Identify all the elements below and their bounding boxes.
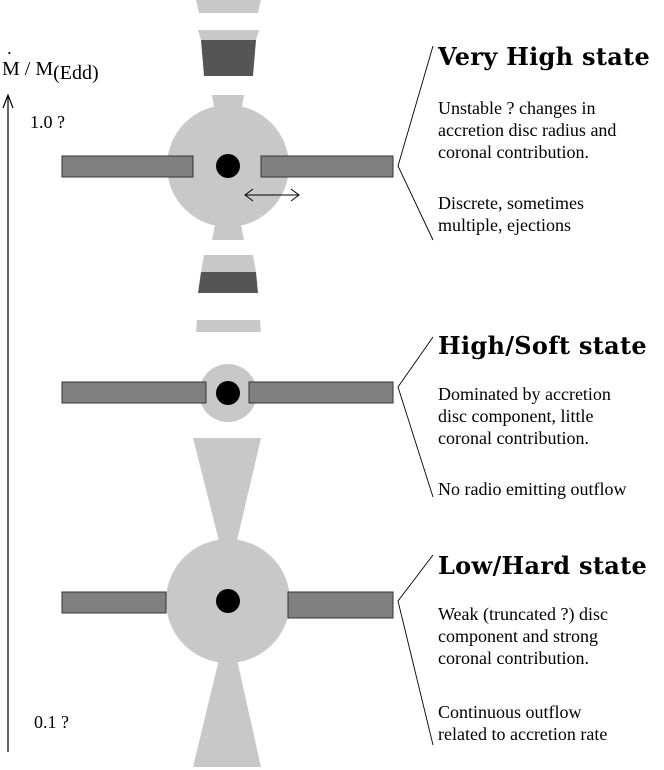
radius-change-arrow bbox=[244, 188, 300, 202]
desc-line: coronal contribution. bbox=[438, 428, 589, 448]
desc-line: coronal contribution. bbox=[438, 142, 589, 162]
accretion-disc-left bbox=[61, 155, 194, 178]
black-hole bbox=[216, 589, 240, 613]
bracket-high-soft bbox=[397, 336, 434, 498]
ejecta-blob-bottom-3 bbox=[196, 320, 261, 332]
state-note-very-high: Discrete, sometimes multiple, ejections bbox=[438, 192, 584, 236]
accretion-disc-left bbox=[61, 381, 207, 404]
desc-line: accretion disc radius and bbox=[438, 120, 617, 140]
ejecta-blob-top-3 bbox=[201, 40, 256, 76]
accretion-disc-left bbox=[61, 591, 167, 614]
ejecta-blob-bottom-2 bbox=[198, 272, 258, 293]
ejecta-blob-top-1 bbox=[196, 0, 261, 13]
state-title-low-hard: Low/Hard state bbox=[438, 551, 648, 580]
black-hole bbox=[216, 154, 240, 178]
desc-line: multiple, ejections bbox=[438, 215, 571, 235]
ejecta-blob-bottom-1 bbox=[201, 255, 256, 272]
axis-tick-bottom: 0.1 ? bbox=[34, 712, 69, 732]
accretion-rate-axis bbox=[2, 93, 14, 752]
axis-tick-top: 1.0 ? bbox=[30, 112, 65, 132]
state-description-high-soft: Dominated by accretion disc component, l… bbox=[438, 383, 611, 449]
axis-label-main: M / M bbox=[2, 48, 53, 81]
axis-arrowhead bbox=[2, 93, 14, 109]
jet-bottom bbox=[193, 655, 261, 767]
desc-line: component and strong bbox=[438, 626, 598, 646]
desc-line: disc component, little bbox=[438, 406, 594, 426]
ejecta-blob-top-2 bbox=[198, 30, 259, 40]
very-high-state-diagram bbox=[61, 0, 394, 332]
desc-line: No radio emitting outflow bbox=[438, 479, 627, 499]
state-note-low-hard: Continuous outflow related to accretion … bbox=[438, 701, 607, 745]
bracket-low-hard bbox=[397, 554, 434, 746]
state-note-high-soft: No radio emitting outflow bbox=[438, 478, 626, 500]
desc-line: related to accretion rate bbox=[438, 724, 608, 744]
desc-line: Weak (truncated ?) disc bbox=[438, 604, 608, 624]
accretion-disc-right bbox=[248, 381, 394, 404]
desc-line: Dominated by accretion bbox=[438, 384, 611, 404]
state-title-very-high: Very High state bbox=[438, 42, 651, 71]
desc-line: Discrete, sometimes bbox=[438, 193, 584, 213]
state-description-low-hard: Weak (truncated ?) disc component and st… bbox=[438, 603, 608, 669]
axis-title: M / M(Edd) bbox=[2, 48, 99, 84]
jet-top bbox=[193, 438, 261, 545]
desc-line: coronal contribution. bbox=[438, 648, 589, 668]
axis-label-subscript: (Edd) bbox=[53, 62, 99, 84]
black-hole bbox=[216, 381, 240, 405]
state-description-very-high: Unstable ? changes in accretion disc rad… bbox=[438, 97, 616, 163]
desc-line: Unstable ? changes in bbox=[438, 98, 596, 118]
low-hard-state-diagram bbox=[61, 438, 394, 767]
high-soft-state-diagram bbox=[61, 364, 394, 422]
accretion-disc-right bbox=[260, 155, 394, 178]
bracket-very-high bbox=[397, 45, 434, 241]
desc-line: Continuous outflow bbox=[438, 702, 582, 722]
state-title-high-soft: High/Soft state bbox=[438, 331, 647, 360]
accretion-disc-right bbox=[287, 591, 394, 619]
